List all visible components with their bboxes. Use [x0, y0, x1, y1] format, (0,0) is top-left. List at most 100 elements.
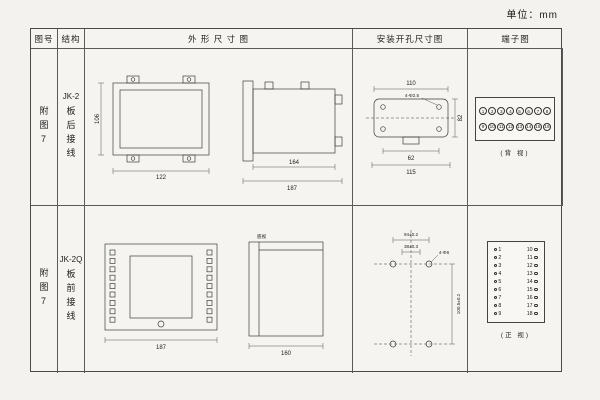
terminal-pair: 8 17 [493, 302, 538, 309]
cell-row2-terminal: 1 10 2 11 3 12 4 13 5 14 [468, 206, 563, 373]
terminal-circle: 8 [542, 107, 551, 116]
terminal-circle: 7 [533, 107, 542, 116]
fig-no-label: 附图7 [38, 105, 49, 149]
header-mounting: 安装开孔尺寸图 [353, 29, 468, 49]
dim-side-total: 187 [287, 186, 298, 192]
terminal-dot-icon [493, 279, 497, 284]
terminal-number: 12 [526, 262, 533, 269]
model-label: JK-2 [62, 92, 80, 101]
dim-mount-holes: 4-Φ6 [438, 250, 449, 255]
terminal-circle: 5 [515, 107, 524, 116]
terminal-number: 16 [526, 294, 533, 301]
terminal-number: 9 [498, 310, 502, 317]
fig-no-label: 附图7 [38, 268, 49, 311]
terminal-pair: 6 15 [493, 286, 538, 293]
cell-row1-fig-no: 附图7 [31, 49, 58, 206]
dim-mount-width: 110 [406, 81, 416, 87]
terminal-dot-icon [534, 295, 538, 300]
side-view-label: 底视 [257, 233, 267, 240]
terminal-dot-icon [493, 255, 497, 260]
terminal-circle: 4 [506, 107, 515, 116]
terminal-circle: 11 [497, 122, 506, 131]
dim-mount-width: 94±0.2 [403, 232, 417, 237]
cell-row1-structure: JK-2 板后接线 [58, 49, 85, 206]
spec-table: 图号 结构 外 形 尺 寸 图 安装开孔尺寸图 端子图 附图7 JK-2 板后接… [30, 28, 563, 373]
cell-row1-mounting: 110 4-Φ2.5 82 62 115 [353, 49, 468, 206]
terminal-number: 11 [527, 254, 533, 261]
terminal-pair: 7 16 [493, 294, 538, 301]
terminal-dot-icon [493, 303, 497, 308]
outline-drawing-jk2q: 187 底视 160 [104, 233, 324, 357]
cell-row2-fig-no: 附图7 [31, 206, 58, 373]
cell-row1-outline: 122 106 164 187 [85, 49, 353, 206]
terminal-pair: 4 13 [493, 271, 538, 277]
dim-mount-total: 115 [406, 170, 416, 176]
view-label: (正 视) [500, 331, 531, 339]
terminal-circle: 13 [515, 122, 524, 131]
view-label: (背 视) [500, 150, 530, 157]
outline-drawing-jk2: 122 106 164 187 [95, 75, 343, 192]
terminal-number: 5 [498, 278, 502, 285]
cell-row2-mounting: 94±0.2 38±0.3 4-Φ6 100.5±0.2 [353, 206, 468, 373]
terminal-pair: 9 18 [493, 310, 538, 317]
dim-mount-height: 100.5±0.2 [456, 293, 461, 314]
mounting-drawing-jk2q: 94±0.2 38±0.3 4-Φ6 100.5±0.2 [373, 230, 461, 356]
header-fig-no: 图号 [31, 29, 58, 49]
cell-row2-outline: 187 底视 160 [85, 206, 353, 373]
terminal-number: 7 [498, 294, 502, 301]
terminal-pair: 1 10 [493, 246, 538, 253]
wiring-label: 板前接线 [65, 268, 76, 325]
terminal-dot-icon [534, 271, 538, 276]
terminal-circle: 16 [542, 122, 551, 131]
terminal-dot-icon [534, 255, 538, 260]
terminal-circle: 14 [524, 122, 533, 131]
terminal-row-bottom: 9 10 11 12 13 14 15 16 [479, 122, 551, 131]
cell-row2-structure: JK-2Q 板前接线 [58, 206, 85, 373]
terminal-circle: 10 [488, 122, 497, 131]
mounting-drawing-jk2: 110 4-Φ2.5 82 62 115 [365, 81, 464, 176]
terminal-dot-icon [534, 247, 538, 252]
terminal-pair: 2 11 [493, 254, 538, 261]
terminal-dot-icon [534, 311, 538, 316]
dim-front-width: 187 [156, 345, 167, 351]
terminal-number: 8 [498, 302, 502, 309]
terminal-number: 6 [498, 286, 502, 293]
terminal-dot-icon [534, 287, 538, 292]
dim-front-width: 122 [156, 175, 167, 181]
terminal-circle: 6 [524, 107, 533, 116]
terminal-number: 14 [526, 278, 533, 285]
dim-mount-inner: 38±0.3 [403, 244, 417, 249]
terminal-dot-icon [493, 287, 497, 292]
terminal-pair: 5 14 [493, 278, 538, 285]
terminal-number: 10 [526, 246, 533, 253]
terminal-dot-icon [534, 279, 538, 284]
dim-side-width: 160 [281, 351, 292, 357]
terminal-number: 18 [526, 310, 533, 317]
terminal-dot-icon [534, 263, 538, 268]
terminal-circle: 2 [488, 107, 497, 116]
terminal-number: 3 [498, 262, 502, 269]
wiring-label: 板后接线 [65, 106, 76, 162]
terminal-circle: 1 [479, 107, 487, 116]
terminal-dot-icon [534, 303, 538, 308]
terminal-dot-icon [493, 263, 497, 268]
terminal-circle: 9 [479, 122, 487, 131]
terminal-number: 2 [498, 254, 502, 261]
dim-mount-holes: 4-Φ2.5 [404, 93, 419, 98]
model-label: JK-2Q [59, 254, 83, 264]
terminal-pair: 3 12 [493, 262, 538, 269]
terminal-diagram-jk2: 1 2 3 4 5 6 7 8 9 10 11 12 13 14 15 [475, 97, 555, 141]
header-terminal: 端子图 [468, 29, 563, 49]
dim-mount-height: 82 [458, 114, 464, 121]
terminal-diagram-jk2q: 1 10 2 11 3 12 4 13 5 14 [486, 240, 545, 323]
terminal-number: 1 [498, 246, 502, 253]
cell-row1-terminal: 1 2 3 4 5 6 7 8 9 10 11 12 13 14 15 [468, 49, 563, 206]
terminal-circle: 12 [506, 122, 515, 131]
header-structure: 结构 [58, 29, 85, 49]
header-outline: 外 形 尺 寸 图 [85, 29, 353, 49]
terminal-row-top: 1 2 3 4 5 6 7 8 [479, 107, 551, 116]
terminal-dot-icon [493, 295, 497, 300]
dim-mount-inner: 62 [407, 156, 414, 162]
unit-label: 单位：mm [506, 10, 558, 21]
